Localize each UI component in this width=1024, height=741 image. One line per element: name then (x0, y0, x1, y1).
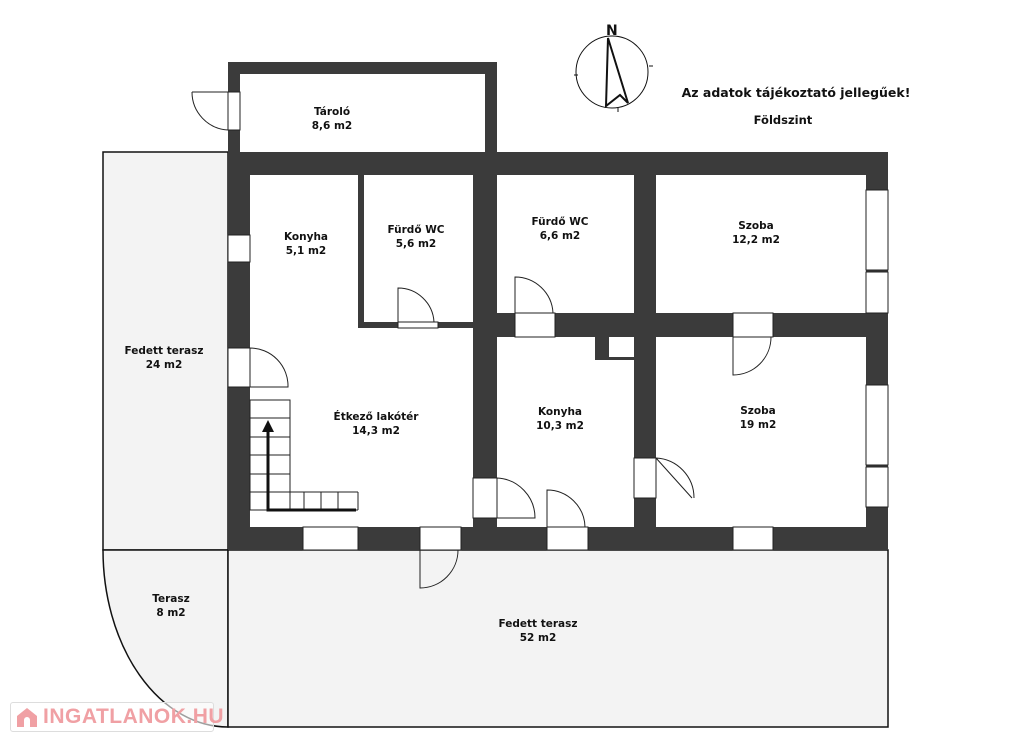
room-name: Konyha (538, 406, 582, 418)
room-name: Tároló (314, 106, 350, 118)
room-name: Szoba (740, 405, 776, 417)
room-area: 10,3 m2 (536, 420, 584, 432)
room-area: 6,6 m2 (540, 230, 581, 242)
compass-north-label: N (606, 23, 618, 39)
room-area: 14,3 m2 (352, 425, 400, 437)
north-compass-icon: N (574, 23, 653, 112)
room-area: 24 m2 (146, 359, 183, 371)
room-area: 8,6 m2 (312, 120, 353, 132)
room-name: Étkező lakótér (334, 410, 420, 423)
door-swings (191, 91, 772, 589)
watermark-logo: INGATLANOK.HU (10, 702, 224, 732)
openings (227, 91, 889, 551)
house-icon (17, 708, 37, 727)
terrace-quarter (102, 549, 229, 728)
room-area: 19 m2 (740, 419, 777, 431)
room-area: 5,1 m2 (286, 245, 327, 257)
disclaimer: Az adatok tájékoztató jellegűek! (682, 85, 911, 100)
room-name: Terasz (152, 593, 190, 605)
room-area: 8 m2 (156, 607, 185, 619)
covered-terrace-left (102, 151, 229, 551)
floor-title: Földszint (754, 113, 813, 127)
rooms (240, 74, 866, 527)
stair-arrow-icon (262, 420, 356, 512)
room-name: Fedett terasz (125, 345, 204, 357)
room-name: Szoba (738, 220, 774, 232)
room-name: Fedett terasz (499, 618, 578, 630)
room-name: Fürdő WC (388, 224, 445, 236)
room-name: Fürdő WC (532, 216, 589, 228)
room-name: Konyha (284, 231, 328, 243)
watermark-text: INGATLANOK.HU (43, 705, 225, 728)
room-area: 12,2 m2 (732, 234, 780, 246)
covered-terrace-bottom (227, 549, 889, 728)
room-area: 5,6 m2 (396, 238, 437, 250)
room-area: 52 m2 (520, 632, 557, 644)
